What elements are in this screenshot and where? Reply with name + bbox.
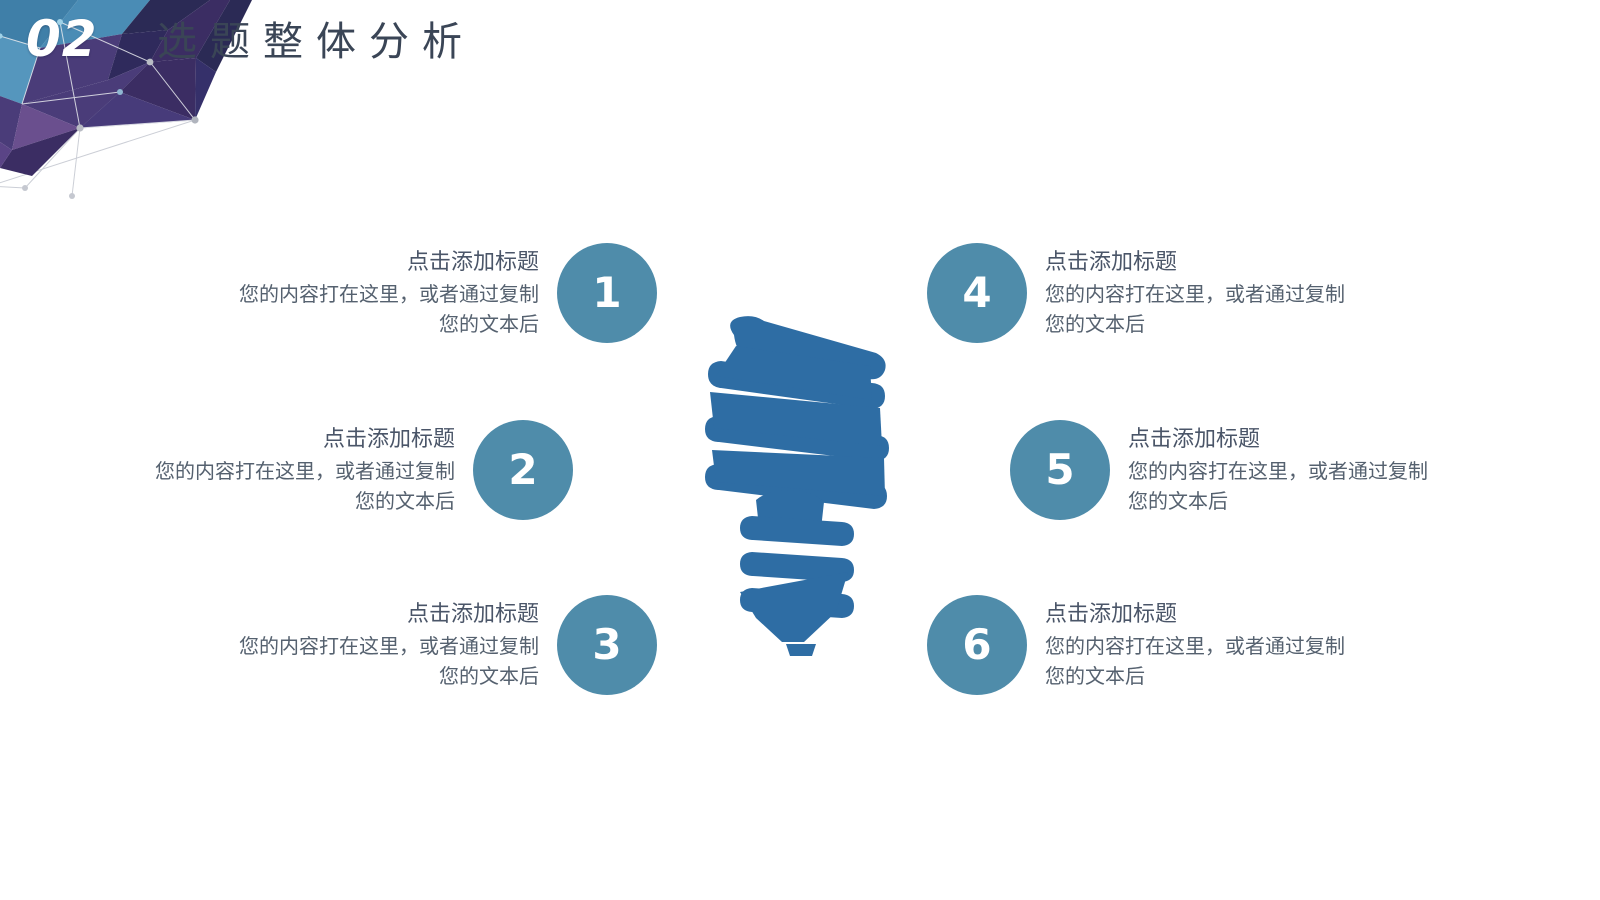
item-3-texts: 点击添加标题 您的内容打在这里，或者通过复制您的文本后: [229, 598, 539, 692]
item-3-title: 点击添加标题: [406, 601, 539, 627]
item-5-title: 点击添加标题: [1128, 426, 1261, 452]
item-5-texts: 点击添加标题 您的内容打在这里，或者通过复制您的文本后: [1128, 423, 1438, 517]
item-3[interactable]: 点击添加标题 您的内容打在这里，或者通过复制您的文本后 3: [229, 595, 657, 695]
item-5-number-badge[interactable]: 5: [1010, 420, 1110, 520]
item-6[interactable]: 6 点击添加标题 您的内容打在这里，或者通过复制您的文本后: [927, 595, 1355, 695]
item-4-body: 您的内容打在这里，或者通过复制您的文本后: [1045, 283, 1345, 336]
item-6-number-badge[interactable]: 6: [927, 595, 1027, 695]
page-title: 选题整体分析: [157, 20, 475, 64]
item-3-number-badge[interactable]: 3: [557, 595, 657, 695]
item-2[interactable]: 点击添加标题 您的内容打在这里，或者通过复制您的文本后 2: [145, 420, 573, 520]
item-6-texts: 点击添加标题 您的内容打在这里，或者通过复制您的文本后: [1045, 598, 1355, 692]
lightbulb-cfl-icon: [705, 316, 889, 656]
item-4-texts: 点击添加标题 您的内容打在这里，或者通过复制您的文本后: [1045, 246, 1355, 340]
item-1-title: 点击添加标题: [406, 249, 539, 275]
item-5-body: 您的内容打在这里，或者通过复制您的文本后: [1128, 460, 1428, 513]
item-5[interactable]: 5 点击添加标题 您的内容打在这里，或者通过复制您的文本后: [1010, 420, 1438, 520]
section-number: 02: [26, 10, 98, 68]
item-3-body: 您的内容打在这里，或者通过复制您的文本后: [239, 635, 539, 688]
item-1-body: 您的内容打在这里，或者通过复制您的文本后: [239, 283, 539, 336]
item-2-body: 您的内容打在这里，或者通过复制您的文本后: [155, 460, 455, 513]
item-6-body: 您的内容打在这里，或者通过复制您的文本后: [1045, 635, 1345, 688]
item-1-texts: 点击添加标题 您的内容打在这里，或者通过复制您的文本后: [229, 246, 539, 340]
item-2-texts: 点击添加标题 您的内容打在这里，或者通过复制您的文本后: [145, 423, 455, 517]
item-1[interactable]: 点击添加标题 您的内容打在这里，或者通过复制您的文本后 1: [229, 243, 657, 343]
item-2-number-badge[interactable]: 2: [473, 420, 573, 520]
item-6-title: 点击添加标题: [1045, 601, 1178, 627]
item-1-number-badge[interactable]: 1: [557, 243, 657, 343]
item-4[interactable]: 4 点击添加标题 您的内容打在这里，或者通过复制您的文本后: [927, 243, 1355, 343]
item-2-title: 点击添加标题: [322, 426, 455, 452]
item-4-title: 点击添加标题: [1045, 249, 1178, 275]
item-4-number-badge[interactable]: 4: [927, 243, 1027, 343]
